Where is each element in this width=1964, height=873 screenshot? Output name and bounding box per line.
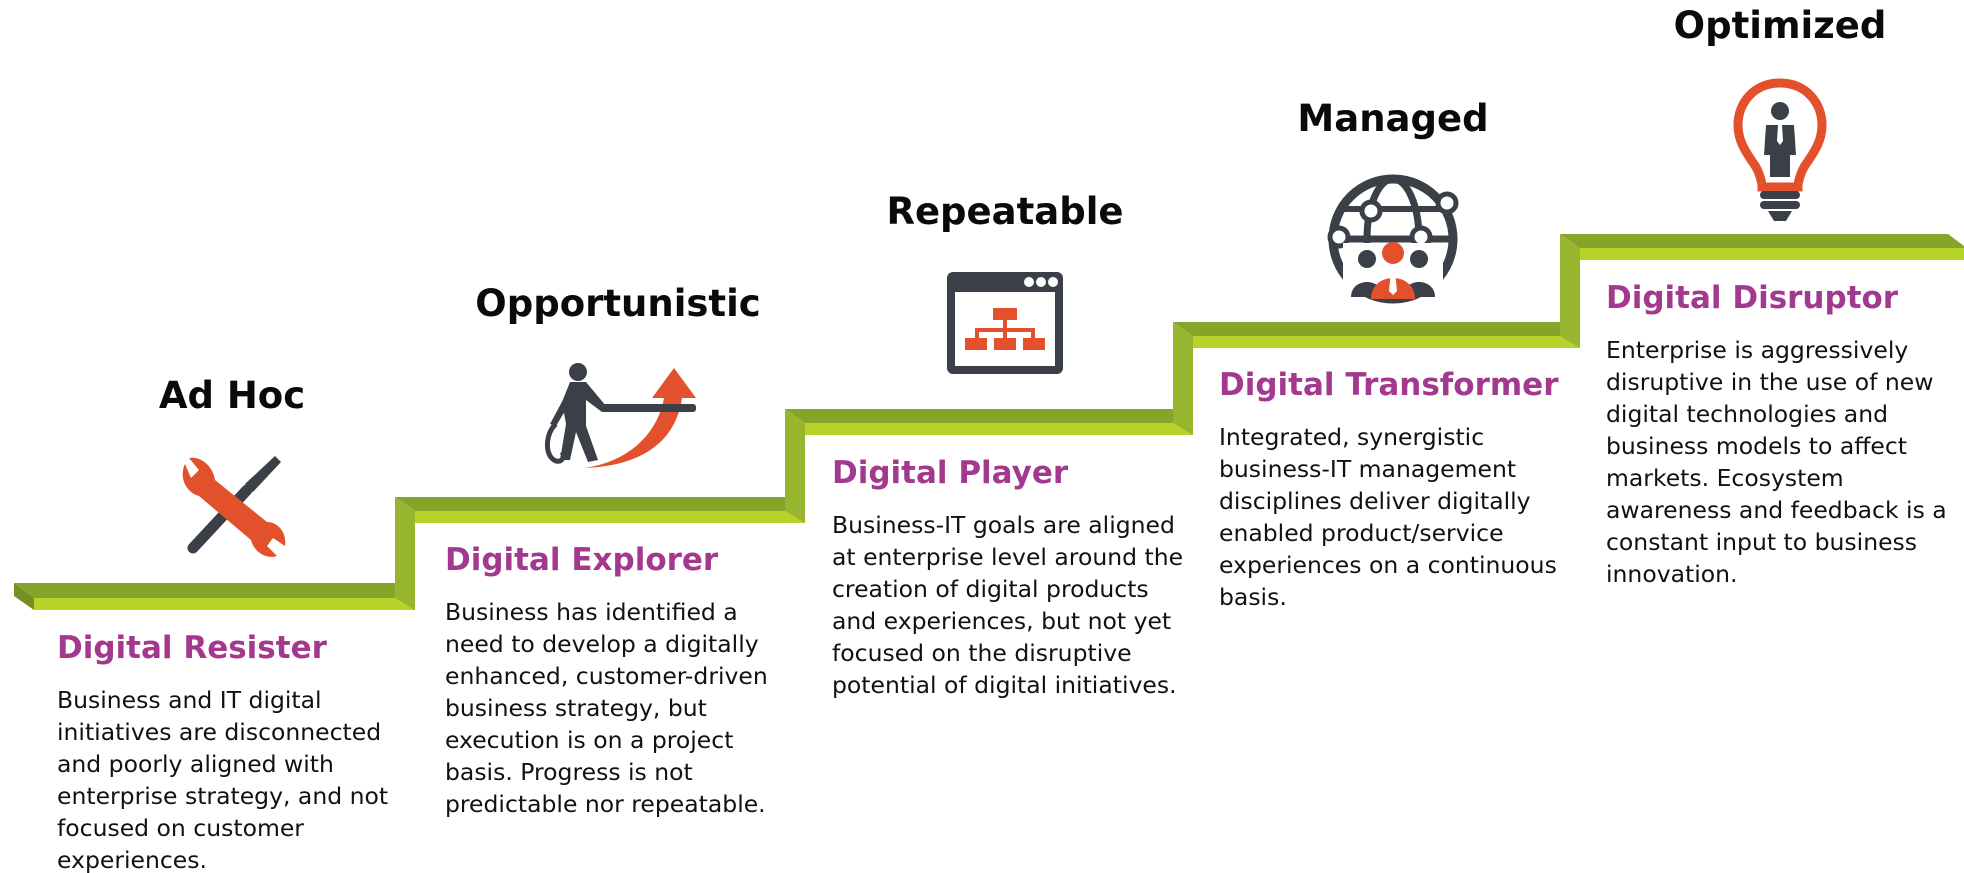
level-label-ad-hoc: Ad Hoc [158,374,306,417]
riser-3 [1173,322,1193,435]
riser-2 [785,409,805,523]
browser-sitemap-icon [945,270,1065,376]
step-3 [785,409,1193,435]
stage-title-digital-transformer: Digital Transformer [1219,367,1559,403]
step-4 [1173,322,1580,348]
stage-title-digital-explorer: Digital Explorer [445,542,719,578]
level-label-managed: Managed [1297,97,1489,140]
stage-description-digital-transformer: Integrated, synergistic business-IT mana… [1219,423,1557,611]
stage-description-digital-resister: Business and IT digital initiatives are … [57,686,389,873]
stage-title-digital-resister: Digital Resister [57,630,327,666]
man-pulling-arrow-icon [540,362,700,470]
step-1 [14,583,415,610]
stage-description-digital-player: Business-IT goals are aligned at enterpr… [832,511,1184,699]
stage-description-digital-explorer: Business has identified a need to develo… [445,598,768,818]
riser-1 [395,497,415,610]
stage-title-digital-player: Digital Player [832,455,1069,491]
level-label-repeatable: Repeatable [886,190,1124,233]
wrench-screwdriver-icon [175,450,293,562]
globe-people-icon [1325,173,1463,305]
lightbulb-person-icon [1732,77,1828,223]
step-5 [1560,234,1964,260]
level-label-optimized: Optimized [1673,4,1887,47]
step-2 [395,497,805,523]
stage-description-digital-disruptor: Enterprise is aggressively disruptive in… [1606,336,1947,588]
stage-title-digital-disruptor: Digital Disruptor [1606,280,1899,316]
riser-4 [1560,234,1580,348]
level-label-opportunistic: Opportunistic [475,282,761,325]
